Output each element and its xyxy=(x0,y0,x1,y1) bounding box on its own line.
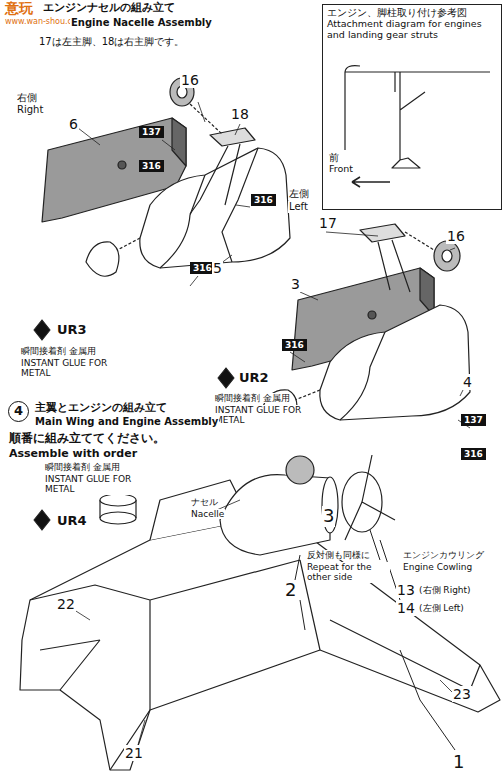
glue-code: UR4 xyxy=(56,514,88,529)
callout-label: 6 xyxy=(68,116,79,132)
callout-label: ナセル xyxy=(190,497,219,507)
callout-label: (右側 Right) xyxy=(418,585,472,595)
callout-label: Repeat for the other side xyxy=(306,562,390,583)
node-text: 316 xyxy=(254,195,273,205)
callout-label: INSTANT GLUE FOR METAL xyxy=(44,474,146,495)
callout-label: 1 xyxy=(452,752,465,773)
glue-code: UR2 xyxy=(238,371,270,386)
callout-label: INSTANT GLUE FOR METAL xyxy=(20,358,122,379)
part-number-box: 137 xyxy=(461,414,486,426)
callout-label: Left xyxy=(288,201,309,213)
callout-label: 13 xyxy=(396,582,416,598)
callout-label: 瞬間接着剤 金属用 xyxy=(214,393,291,403)
node-text: エンジン、脚柱取り付け参考図 Attachment diagram for en… xyxy=(327,8,497,41)
instruction: Assemble with order xyxy=(8,448,138,461)
callout-label: 瞬間接着剤 金属用 xyxy=(44,462,121,472)
callout-label: INSTANT GLUE FOR METAL xyxy=(214,405,316,426)
instruction: 順番に組み立ててください。 xyxy=(8,432,166,446)
part-number-box: 316 xyxy=(139,160,164,172)
watermark: 意玩 xyxy=(4,0,34,16)
callout-label: Right xyxy=(16,104,44,116)
callout-label: エンジンカウリング xyxy=(402,550,485,560)
callout-label: 反対側も同様に xyxy=(306,550,371,560)
callout-label: 4 xyxy=(462,374,473,390)
node-text: 前 Front xyxy=(329,153,359,175)
section-heading: Engine Nacelle Assembly xyxy=(70,17,213,29)
part-number-box: 316 xyxy=(251,194,276,206)
callout-label: 16 xyxy=(180,72,200,88)
part-number-box: 137 xyxy=(139,126,164,138)
callout-label: 瞬間接着剤 金属用 xyxy=(20,346,97,356)
callout-label: (左側 Left) xyxy=(418,603,465,613)
node-text: 137 xyxy=(464,415,483,425)
section-heading: エンジンナセルの組み立て xyxy=(42,2,176,15)
callout-label: 左側 xyxy=(288,188,310,200)
node-text: 316 xyxy=(142,161,161,171)
section-heading: Main Wing and Engine Assembly xyxy=(34,416,219,428)
attachment-diagram-box: エンジン、脚柱取り付け参考図 Attachment diagram for en… xyxy=(322,4,502,210)
callout-label: Nacelle xyxy=(190,509,225,519)
callout-label: 16 xyxy=(446,228,466,244)
callout-label: 14 xyxy=(396,600,416,616)
section-heading: 主翼とエンジンの組み立て xyxy=(34,402,168,415)
callout-label: 17 xyxy=(318,215,338,231)
callout-label: 右側 xyxy=(16,92,38,104)
callout-label: 22 xyxy=(56,596,76,612)
callout-label: 2 xyxy=(284,580,297,601)
part-number-box: 316 xyxy=(461,448,486,460)
callout-label: 3 xyxy=(322,506,335,527)
callout-label: 5 xyxy=(212,260,223,276)
node-text: 4 xyxy=(9,402,28,420)
callout-label: 21 xyxy=(124,745,144,761)
callout-label: 3 xyxy=(290,276,301,292)
node-text: 316 xyxy=(285,340,304,350)
step-number-circle: 4 xyxy=(8,401,29,422)
node-text: 316 xyxy=(464,449,483,459)
callout-label: 23 xyxy=(452,686,472,702)
node-text: 316 xyxy=(193,263,212,273)
part-number-box: 316 xyxy=(282,339,307,351)
callout-label: Engine Cowling xyxy=(402,562,473,572)
glue-code: UR3 xyxy=(56,323,88,338)
note: 17は左主脚、18は右主脚です。 xyxy=(38,36,185,48)
node-text: 137 xyxy=(142,127,161,137)
callout-label: 18 xyxy=(230,106,250,122)
